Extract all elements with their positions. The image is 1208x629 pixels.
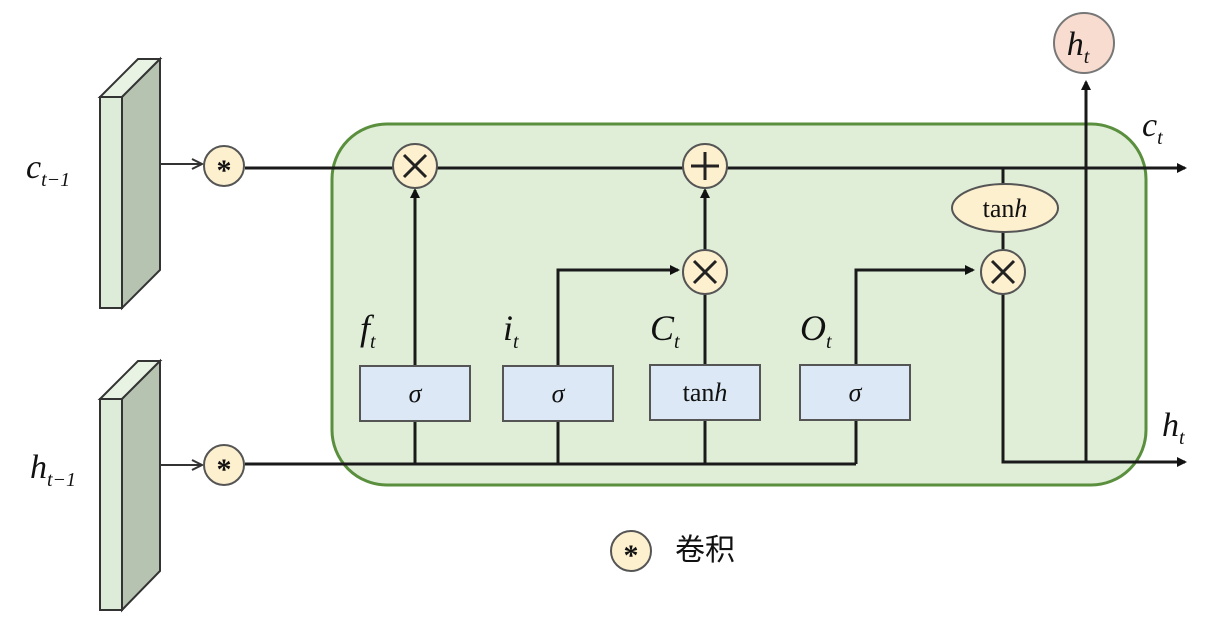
input-gate: σ bbox=[502, 365, 614, 422]
legend: * 卷积 bbox=[610, 530, 735, 572]
hidden-state-prev-label: ht−1 bbox=[30, 449, 76, 491]
svg-text:tanh: tanh bbox=[983, 194, 1028, 223]
output-multiply-op bbox=[980, 249, 1026, 295]
cell-state-prev-tensor bbox=[97, 56, 163, 311]
convolution-op-c: * bbox=[203, 145, 245, 187]
svg-text:σ: σ bbox=[409, 379, 423, 408]
svg-text:σ: σ bbox=[552, 379, 566, 408]
lstm-cell-box bbox=[330, 122, 1148, 487]
output-gate: σ bbox=[799, 364, 911, 421]
hidden-state-out-label: ht bbox=[1162, 407, 1185, 449]
cell-state-out-label: ct bbox=[1142, 107, 1163, 149]
svg-text:*: * bbox=[624, 539, 639, 572]
output-gate-label: Ot bbox=[800, 308, 832, 353]
svg-text:*: * bbox=[217, 453, 232, 486]
input-multiply-op bbox=[682, 249, 728, 295]
svg-text:tanh: tanh bbox=[683, 378, 728, 407]
convolution-op-h: * bbox=[203, 444, 245, 486]
hidden-output-node: ht bbox=[1053, 12, 1115, 74]
output-tanh-node: tanh bbox=[951, 183, 1059, 233]
add-op bbox=[682, 143, 728, 189]
svg-text:*: * bbox=[217, 154, 232, 187]
cell-state-prev-label: ct−1 bbox=[26, 149, 70, 191]
forget-multiply-op bbox=[392, 143, 438, 189]
candidate-gate: tanh bbox=[649, 364, 761, 421]
legend-convolution-icon bbox=[610, 530, 652, 572]
hidden-state-prev-tensor bbox=[97, 358, 163, 613]
forget-gate: σ bbox=[359, 365, 471, 422]
candidate-label: Ct bbox=[650, 308, 680, 353]
input-gate-label: it bbox=[503, 308, 519, 353]
svg-text:ht: ht bbox=[1067, 26, 1090, 68]
svg-text:σ: σ bbox=[849, 378, 863, 407]
hidden-output-wire bbox=[1001, 292, 1187, 467]
legend-label: 卷积 bbox=[675, 534, 735, 567]
